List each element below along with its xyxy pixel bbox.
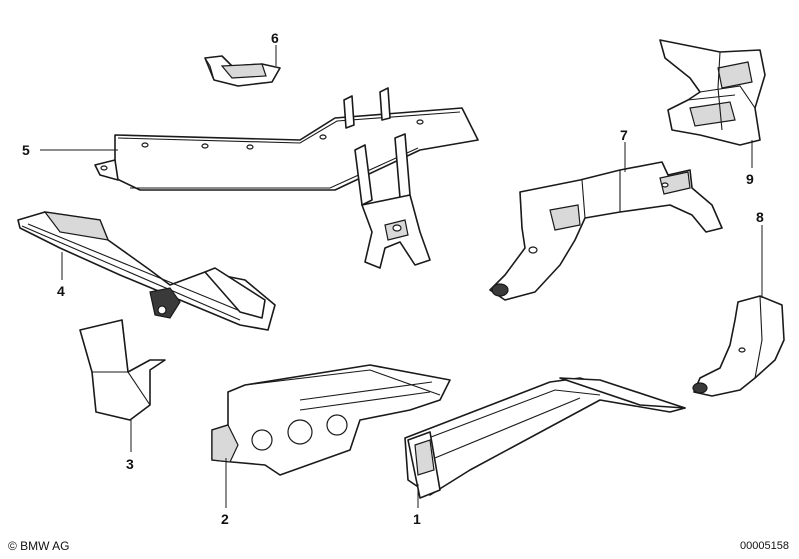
diagram-number: 00005158 [740,540,789,552]
part-8-bracket [692,295,785,397]
part-3-bracket [79,319,166,421]
callout-2: 2 [221,511,229,527]
copyright-label: © BMW AG [8,539,70,553]
callout-8: 8 [756,209,764,225]
callout-9: 9 [746,171,754,187]
part-5-cross-member [94,87,479,269]
part-9-clamp [659,39,766,146]
callout-1: 1 [413,511,421,527]
callout-7: 7 [620,127,628,143]
part-6-clip [204,55,281,87]
part-7-double-bracket [489,161,723,301]
callout-4: 4 [57,283,65,299]
leader-lines [40,45,763,508]
callout-5: 5 [22,142,30,158]
callout-labels: 1 2 3 4 5 6 7 8 9 [22,30,764,527]
part-4-rail [17,211,276,331]
callout-3: 3 [126,456,134,472]
callout-6: 6 [271,30,279,46]
part-1-channel [404,377,686,499]
part-2-support [211,364,451,476]
